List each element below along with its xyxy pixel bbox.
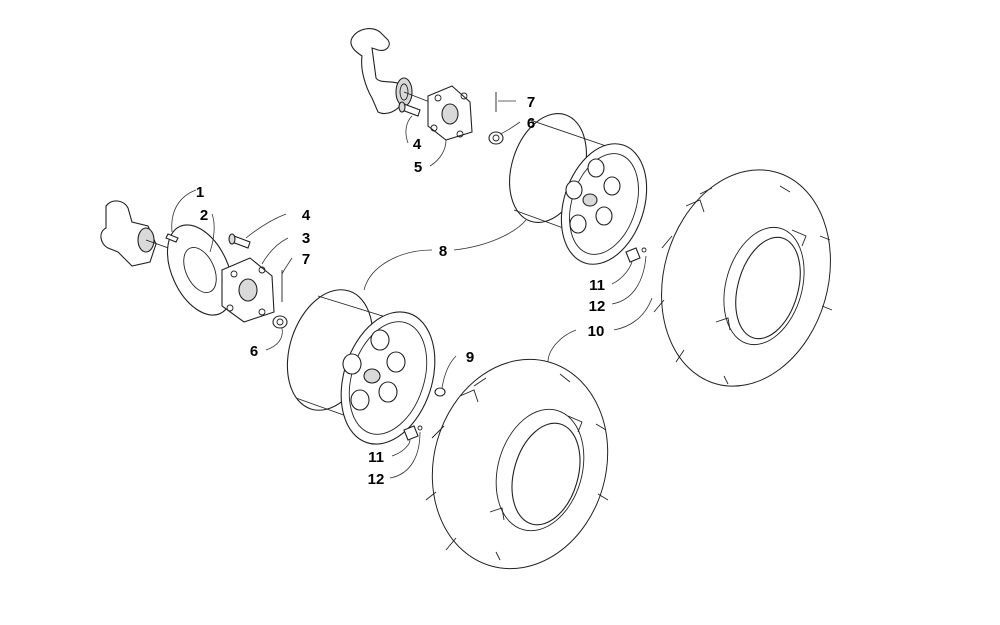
callout-5: 5: [414, 159, 422, 176]
lower-nut-6: [272, 315, 288, 329]
upper-knuckle: [350, 28, 441, 115]
callout-4-lower: 4: [302, 207, 311, 224]
upper-rim: [509, 113, 648, 265]
callout-8: 8: [439, 243, 447, 260]
upper-hub: [427, 85, 473, 141]
callout-4-upper: 4: [413, 136, 422, 153]
lower-valve-stem: [403, 425, 423, 441]
callout-2: 2: [200, 207, 208, 224]
callout-1: 1: [196, 184, 204, 201]
lower-rim: [286, 289, 436, 445]
callout-10: 10: [588, 323, 605, 340]
upper-valve-stem: [625, 247, 647, 263]
callout-6-upper: 6: [527, 115, 535, 132]
callout-7-upper: 7: [527, 94, 535, 111]
lower-lug-nut-9: [434, 387, 446, 397]
lower-tire: [425, 358, 609, 570]
upper-nut-6: [488, 131, 504, 145]
lower-hub-3: [221, 257, 275, 323]
lower-screw-1: [165, 233, 179, 243]
callout-11-lower: 11: [368, 449, 384, 466]
lower-brake-disc-2: [166, 224, 234, 316]
callout-6-lower: 6: [250, 343, 258, 360]
callout-12-upper: 12: [589, 298, 606, 315]
callout-3: 3: [302, 230, 310, 247]
callout-11-upper: 11: [589, 277, 605, 294]
callout-9: 9: [466, 349, 474, 366]
upper-bolt-4: [398, 101, 421, 117]
callout-7-lower: 7: [302, 251, 310, 268]
lower-bolt-4: [228, 233, 251, 249]
callout-12-lower: 12: [368, 471, 385, 488]
upper-tire: [653, 169, 833, 387]
leader-lines: [171, 100, 653, 479]
